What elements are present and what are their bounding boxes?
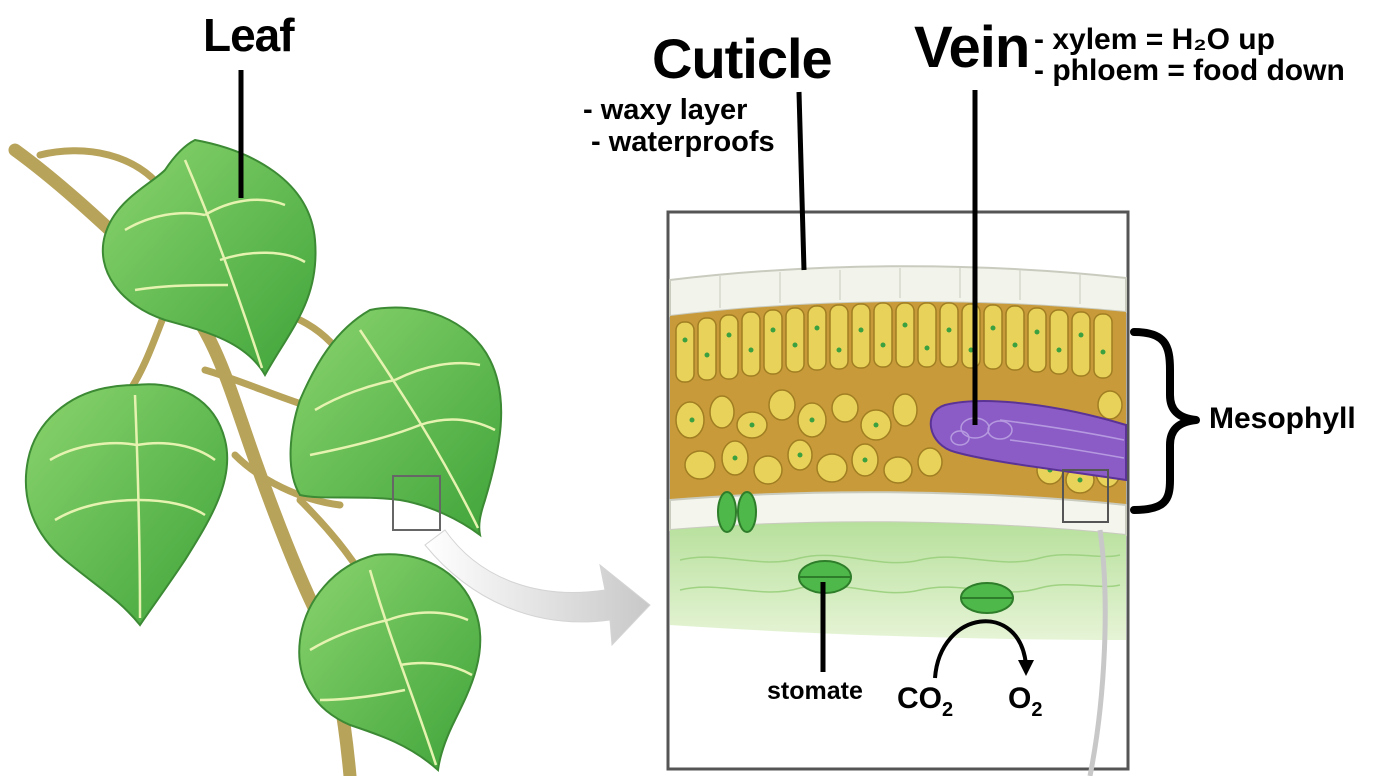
lower-tissue xyxy=(670,522,1126,640)
leaf-branch xyxy=(15,140,501,776)
co2-sub: 2 xyxy=(942,699,953,721)
leaf-label: Leaf xyxy=(203,8,294,62)
stomate-label: stomate xyxy=(767,677,863,706)
stomate-2 xyxy=(961,583,1013,613)
cuticle-notes: - waxy layer - waterproofs xyxy=(583,94,775,158)
cuticle-note-1: - waxy layer xyxy=(583,94,775,126)
cuticle-label: Cuticle xyxy=(652,26,832,91)
co2-base: CO xyxy=(897,682,942,715)
mesophyll-label: Mesophyll xyxy=(1209,402,1356,436)
o2-sub: 2 xyxy=(1031,699,1042,721)
mesophyll-brace xyxy=(1134,332,1196,510)
vein-note-2: - phloem = food down xyxy=(1034,55,1345,86)
vein-label: Vein xyxy=(914,14,1029,81)
o2-label: O2 xyxy=(1008,682,1042,722)
vein-notes: - xylem = H₂O up - phloem = food down xyxy=(1034,24,1345,86)
o2-base: O xyxy=(1008,682,1031,715)
leaf-left xyxy=(26,384,227,625)
co2-label: CO2 xyxy=(897,682,953,722)
cuticle-note-2: - waterproofs xyxy=(583,126,775,158)
vein-note-1: - xylem = H₂O up xyxy=(1034,24,1345,55)
leaf-bottom xyxy=(299,554,480,770)
